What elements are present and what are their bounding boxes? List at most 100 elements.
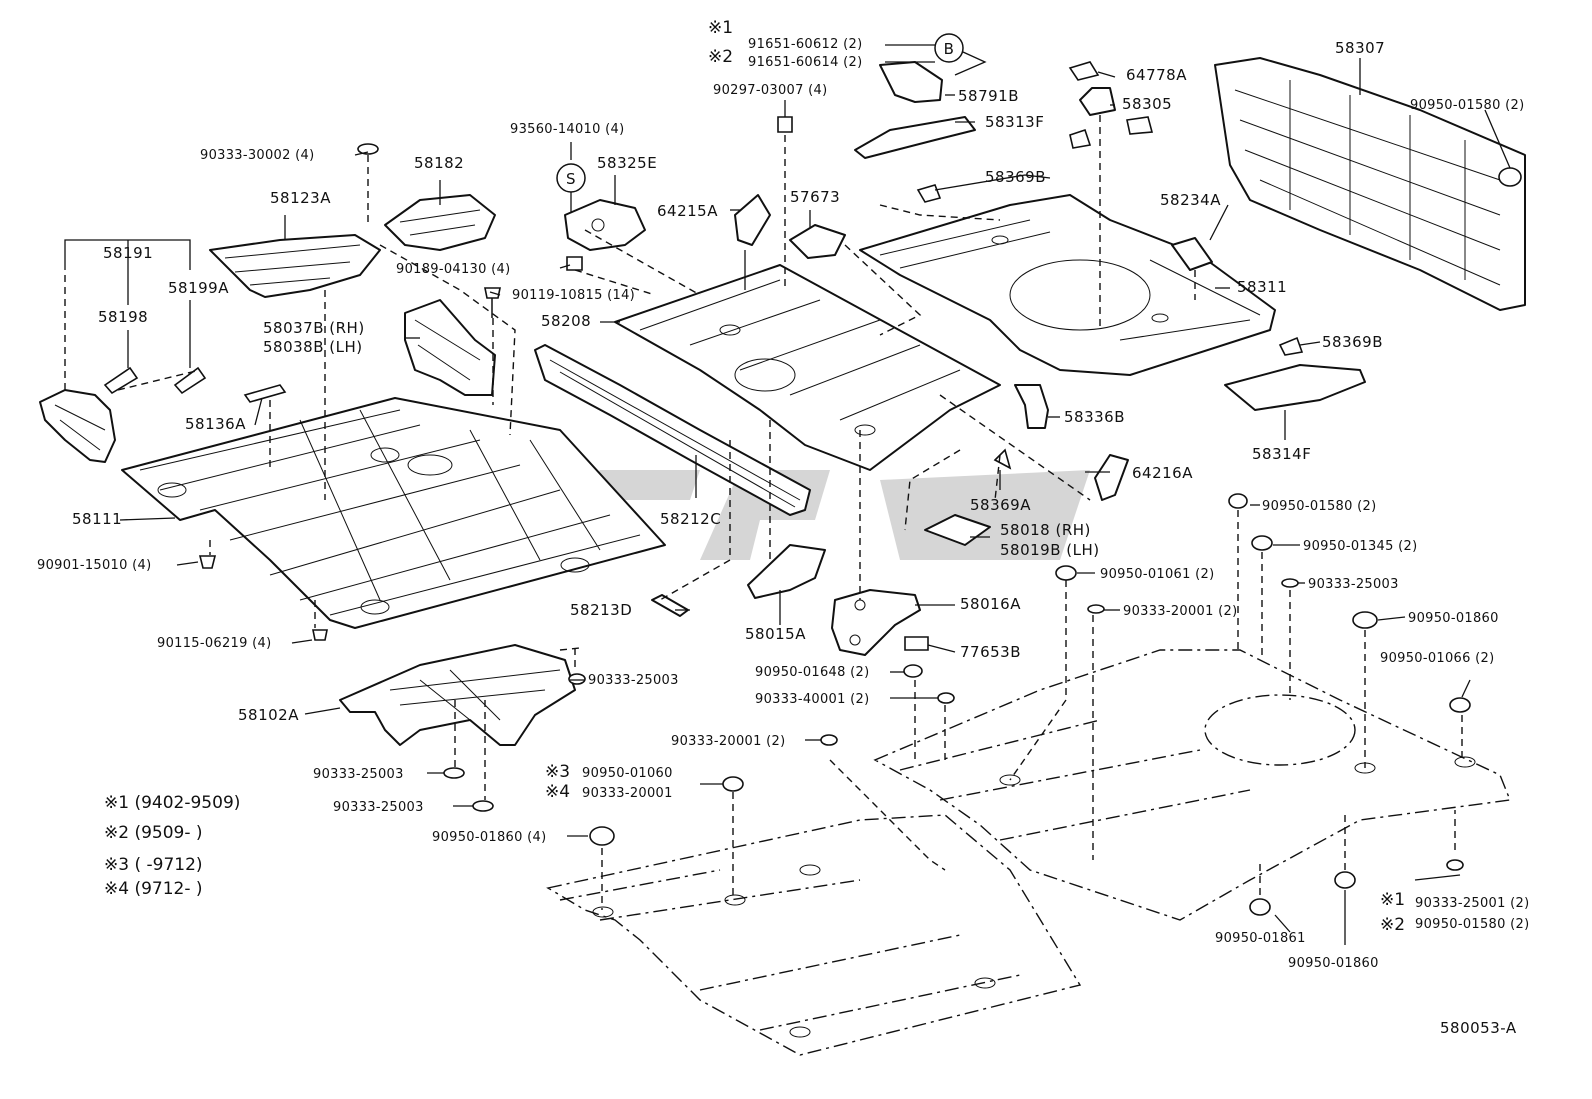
- callout-s: S: [556, 163, 586, 193]
- label-58369b-top: 58369B: [985, 168, 1046, 186]
- label-90950-01860-r: 90950-01860: [1408, 611, 1499, 626]
- label-90119-10815: 90119-10815 (14): [512, 288, 635, 303]
- reinforcement-58325e: [564, 199, 646, 251]
- plug-90333-40001: [937, 692, 955, 704]
- label-90297-03007: 90297-03007 (4): [713, 83, 827, 98]
- floor-bracket-58102a: [339, 644, 576, 746]
- plug-90333-25003-a: [568, 673, 586, 685]
- label-58182: 58182: [414, 154, 464, 172]
- label-57673: 57673: [790, 188, 840, 206]
- plug-90333-30002: [357, 143, 379, 155]
- plug-90950-01648: [903, 664, 923, 678]
- label-90333-20001-n4: 90333-20001: [582, 786, 673, 801]
- label-58016a: 58016A: [960, 595, 1021, 613]
- silencer-floor-rear: [873, 649, 1511, 921]
- label-58305: 58305: [1122, 95, 1172, 113]
- label-90950-01860-b: 90950-01860: [1288, 956, 1379, 971]
- label-58325e: 58325E: [597, 154, 657, 172]
- brace-58313f: [854, 116, 976, 159]
- reinforcement-58123a: [209, 234, 381, 298]
- brace-58314f: [1224, 364, 1366, 411]
- label-58015a: 58015A: [745, 625, 806, 643]
- part-labels: 58307 64778A 58305 58791B 58313F 90950-0…: [37, 18, 1529, 971]
- label-90333-20001-mid: 90333-20001 (2): [671, 734, 785, 749]
- label-58369b-right: 58369B: [1322, 333, 1383, 351]
- label-90333-30002: 90333-30002 (4): [200, 148, 314, 163]
- note-mark-4-inline: ※4: [545, 782, 570, 802]
- label-64215a: 64215A: [657, 202, 718, 220]
- label-58369a: 58369A: [970, 496, 1031, 514]
- note-mark-1-top: ※1: [708, 18, 733, 38]
- label-91651-60614: 91651-60614 (2): [748, 55, 862, 70]
- plug-90950-01060: [722, 776, 744, 792]
- bracket-58336b: [1014, 384, 1049, 429]
- plug-90950-01861: [1249, 898, 1271, 916]
- label-90950-01580-b: 90950-01580 (2): [1415, 917, 1529, 932]
- bolt-90297-03007: [777, 116, 793, 133]
- legend-line-3: ※3 ( -9712): [104, 855, 203, 875]
- label-90950-01861: 90950-01861: [1215, 931, 1306, 946]
- note-mark-3-inline: ※3: [545, 762, 570, 782]
- callout-b: B: [934, 33, 964, 63]
- grommet-90950-01580-top: [1498, 167, 1522, 187]
- note-mark-2-bottom: ※2: [1380, 915, 1405, 935]
- clip-58369b-top: [916, 184, 942, 203]
- label-90950-01648: 90950-01648 (2): [755, 665, 869, 680]
- leader-lines: [64, 44, 1511, 945]
- clip-58136a: [243, 384, 287, 403]
- label-58336b: 58336B: [1064, 408, 1125, 426]
- callout-s-label: S: [566, 170, 576, 188]
- label-90189-04130: 90189-04130 (4): [396, 262, 510, 277]
- label-58136a: 58136A: [185, 415, 246, 433]
- label-90950-01061: 90950-01061 (2): [1100, 567, 1214, 582]
- plug-90333-25001: [1446, 859, 1464, 871]
- plug-90333-20001-r: [1087, 604, 1105, 614]
- screw-90901-15010: [198, 555, 217, 569]
- side-rail-58212c: [534, 344, 811, 516]
- plug-90950-01860-r: [1352, 611, 1378, 629]
- legend-line-1: ※1 (9402-9509): [104, 793, 240, 813]
- label-90115-06219: 90115-06219 (4): [157, 636, 271, 651]
- assembly-lines: [64, 115, 1463, 910]
- plug-90950-01061: [1055, 565, 1077, 581]
- bracket-58791b: [879, 61, 943, 103]
- clip-77653b: [904, 636, 929, 651]
- screw-90115-06219: [312, 629, 328, 641]
- silencer-floor-front: [546, 814, 1082, 1056]
- label-64778a: 64778A: [1126, 66, 1187, 84]
- plug-90950-01066: [1449, 697, 1471, 713]
- plug-90950-01860-b: [1334, 871, 1356, 889]
- rear-panel-58307: [1214, 57, 1526, 311]
- label-90950-01060: 90950-01060: [582, 766, 673, 781]
- label-58212c: 58212C: [660, 510, 721, 528]
- plug-90333-20001-mid: [820, 734, 838, 746]
- plug-90950-01580-r: [1228, 493, 1248, 509]
- label-93560-14010: 93560-14010 (4): [510, 122, 624, 137]
- pad-57673: [789, 224, 846, 259]
- callout-b-label: B: [944, 40, 955, 58]
- note-mark-2-top: ※2: [708, 47, 733, 67]
- legend-line-4: ※4 (9712- ): [104, 879, 203, 899]
- label-64216a: 64216A: [1132, 464, 1193, 482]
- bracket-64215a: [734, 194, 771, 246]
- label-58037b: 58037B (RH): [263, 319, 365, 337]
- label-90333-40001: 90333-40001 (2): [755, 692, 869, 707]
- label-91651-60612: 91651-60612 (2): [748, 37, 862, 52]
- floor-pan-front-58111: [121, 397, 666, 629]
- bracket-58015a: [747, 544, 826, 599]
- bracket-64216a: [1094, 454, 1129, 501]
- bracket-58234a: [1171, 237, 1213, 271]
- label-90901-15010: 90901-15010 (4): [37, 558, 151, 573]
- label-58018: 58018 (RH): [1000, 521, 1091, 539]
- label-58213d: 58213D: [570, 601, 632, 619]
- label-90333-25003-c: 90333-25003: [333, 800, 424, 815]
- rear-floor-58311: [859, 194, 1276, 376]
- clip-58369b-right: [1278, 336, 1304, 356]
- reinforcement-58182: [384, 194, 496, 251]
- label-58123a: 58123A: [270, 189, 331, 207]
- label-58234a: 58234A: [1160, 191, 1221, 209]
- label-90333-25003-r: 90333-25003: [1308, 577, 1399, 592]
- label-77653b: 77653B: [960, 643, 1021, 661]
- label-90950-01860-4: 90950-01860 (4): [432, 830, 546, 845]
